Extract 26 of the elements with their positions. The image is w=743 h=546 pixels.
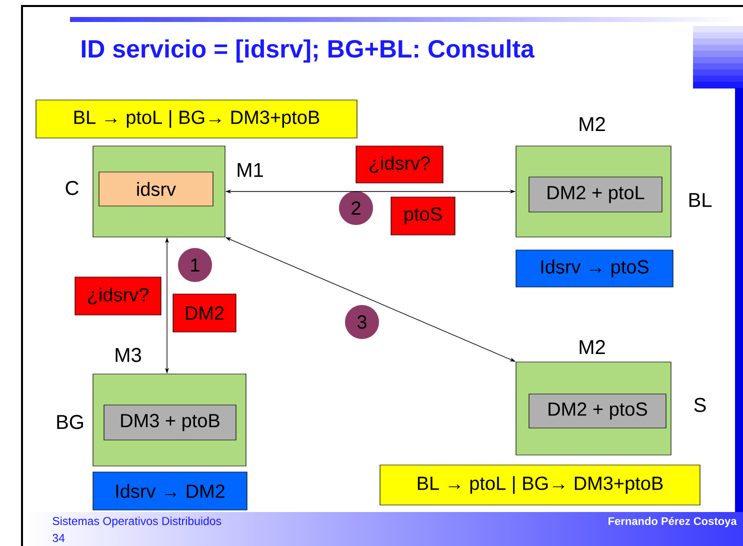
note-box: BL → ptoL | BG→ DM3+ptoB — [36, 100, 358, 138]
message-box: ¿idsrv? — [74, 276, 162, 316]
author-name: Fernando Pérez Costoya — [608, 516, 737, 528]
process-box: DM2 + ptoS — [528, 394, 666, 428]
machine-label: M1 — [238, 163, 263, 177]
machine-label: BL — [689, 193, 712, 207]
machine-label: S — [694, 398, 706, 412]
message-box: DM2 — [172, 294, 236, 332]
step-number: 1 — [178, 248, 212, 282]
machine-label: M2 — [580, 117, 605, 131]
machine-label: M3 — [116, 348, 142, 362]
process-box: DM2 + ptoL — [528, 176, 662, 212]
process-box: idsrv — [98, 172, 214, 206]
message-box: ¿idsrv? — [356, 146, 444, 184]
step-number: 3 — [345, 305, 379, 339]
message-box: ptoS — [390, 196, 456, 236]
machine-label: BG — [57, 414, 83, 430]
note-box: BL → ptoL | BG→ DM3+ptoB — [380, 464, 700, 506]
process-box: DM3 + ptoB — [104, 404, 236, 440]
slide-title: ID servicio = [idsrv]; BG+BL: Consulta — [82, 39, 535, 63]
step-number: 2 — [339, 191, 373, 225]
machine-label: C — [66, 180, 78, 196]
cache-box: Idsrv → ptoS — [516, 250, 674, 288]
machine-label: M2 — [580, 340, 605, 354]
page-number: 34 — [52, 534, 65, 542]
cache-box: Idsrv → DM2 — [92, 472, 248, 510]
